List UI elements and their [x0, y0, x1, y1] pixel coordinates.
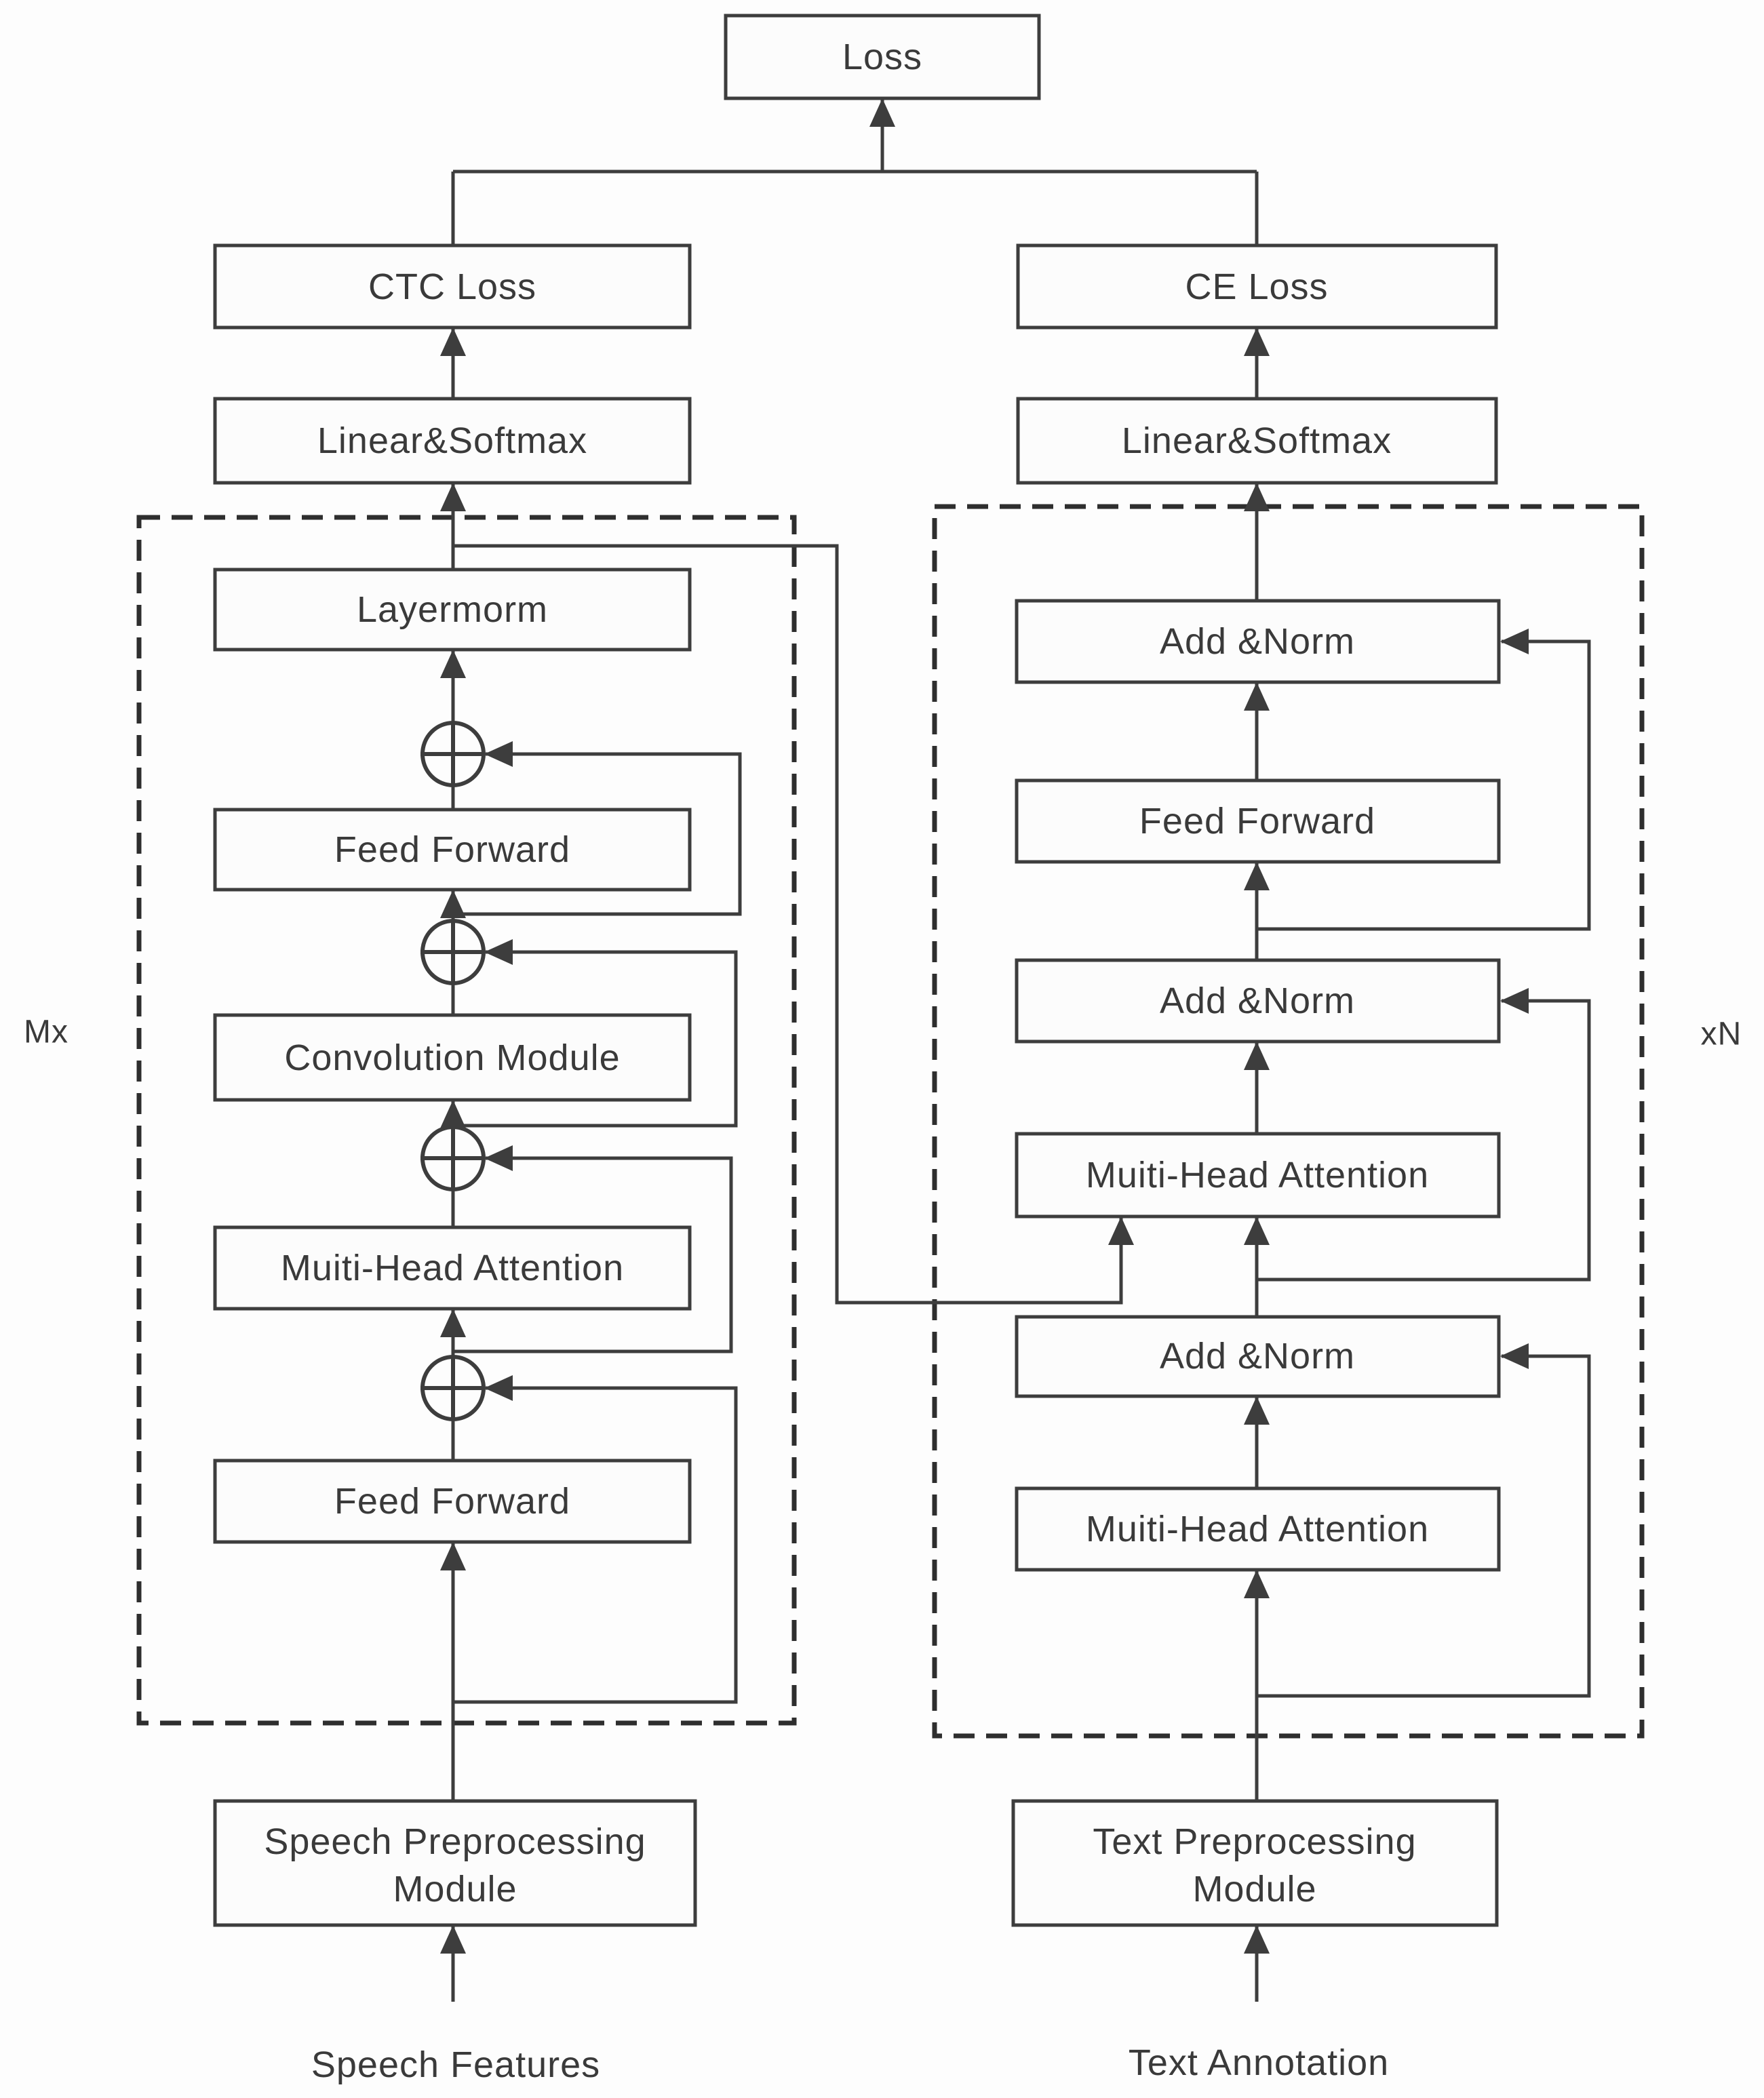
- encoder-attention-label: Muiti-Head Attention: [281, 1248, 624, 1288]
- linear-softmax-left-box: [213, 397, 692, 485]
- ctc-loss-box: [213, 243, 692, 330]
- cross-attention-label: Muiti-Head Attention: [1086, 1155, 1429, 1195]
- encoder-repeat-label: Mx: [24, 1014, 68, 1050]
- plus-cross-icon: [420, 1128, 484, 1188]
- encoder-attention-box: [213, 1225, 692, 1311]
- loss-label: Loss: [842, 37, 922, 77]
- speech-features-label: Speech Features: [311, 2044, 600, 2085]
- add-norm-bottom-label: Add &Norm: [1160, 1336, 1355, 1377]
- encoder-dashed-border: [136, 515, 797, 1726]
- feed-forward-bottom-box: [213, 1459, 692, 1544]
- plus-cross-icon: [420, 724, 484, 784]
- decoder-dashed-border: [932, 504, 1645, 1739]
- encoder-skip-to-sum3: [453, 1145, 733, 1353]
- encoder-boxes: [213, 243, 697, 1927]
- encoder-output-to-cross-attention: [453, 544, 1134, 1305]
- convolution-module-label: Convolution Module: [284, 1037, 620, 1078]
- decoder-skip-to-addnorm1: [1257, 629, 1591, 931]
- sum-node-4: [420, 1355, 486, 1421]
- decoder-boxes: [1011, 243, 1501, 1927]
- layernorm-label: Layermorm: [357, 589, 548, 630]
- feed-forward-top-box: [213, 808, 692, 892]
- text-annotation-label: Text Annotation: [1129, 2042, 1389, 2083]
- add-norm-mid-label: Add &Norm: [1160, 981, 1355, 1021]
- decoder-feed-forward-box: [1015, 778, 1501, 864]
- sum-node-1: [420, 721, 486, 787]
- ctc-loss-label: CTC Loss: [368, 266, 536, 307]
- ce-loss-label: CE Loss: [1185, 266, 1328, 307]
- sum-node-2: [420, 919, 486, 985]
- feed-forward-top-label: Feed Forward: [334, 829, 570, 870]
- self-attention-box: [1015, 1486, 1501, 1572]
- loss-box: [724, 14, 1041, 100]
- decoder-connections: [1244, 328, 1591, 2002]
- sum-node-3: [420, 1125, 486, 1191]
- ce-loss-box: [1016, 243, 1498, 330]
- loss-combiner: [451, 98, 1259, 245]
- decoder-repeat-label: xN: [1701, 1016, 1742, 1052]
- encoder-skip-to-sum4: [453, 1375, 738, 1704]
- add-norm-bottom-box: [1015, 1315, 1501, 1398]
- speech-preprocessing-label-line2: Module: [393, 1869, 517, 1909]
- linear-softmax-right-box: [1016, 397, 1498, 485]
- plus-cross-icon: [420, 1358, 484, 1418]
- encoder-skip-to-sum1: [453, 741, 742, 916]
- plus-cross-icon: [420, 922, 484, 982]
- decoder-skip-to-addnorm2: [1257, 988, 1591, 1282]
- add-norm-top-box: [1015, 599, 1501, 684]
- self-attention-label: Muiti-Head Attention: [1086, 1509, 1429, 1549]
- add-norm-mid-box: [1015, 958, 1501, 1044]
- speech-preprocessing-box: [213, 1799, 697, 1927]
- encoder-skip-to-sum2: [453, 939, 738, 1128]
- linear-softmax-left-label: Linear&Softmax: [317, 420, 587, 461]
- cross-attention-box: [1015, 1132, 1501, 1219]
- layernorm-box: [213, 568, 692, 652]
- text-preprocessing-label-line1: Text Preprocessing: [1093, 1821, 1416, 1862]
- add-norm-top-label: Add &Norm: [1160, 621, 1355, 662]
- text-preprocessing-box: [1011, 1799, 1499, 1927]
- encoder-connections: [440, 328, 1134, 2002]
- decoder-feed-forward-label: Feed Forward: [1139, 801, 1375, 842]
- text-preprocessing-label-line2: Module: [1192, 1869, 1316, 1909]
- speech-preprocessing-label-line1: Speech Preprocessing: [264, 1821, 646, 1862]
- linear-softmax-right-label: Linear&Softmax: [1122, 420, 1392, 461]
- convolution-module-box: [213, 1013, 692, 1102]
- feed-forward-bottom-label: Feed Forward: [334, 1481, 570, 1522]
- decoder-skip-to-addnorm3: [1257, 1343, 1591, 1698]
